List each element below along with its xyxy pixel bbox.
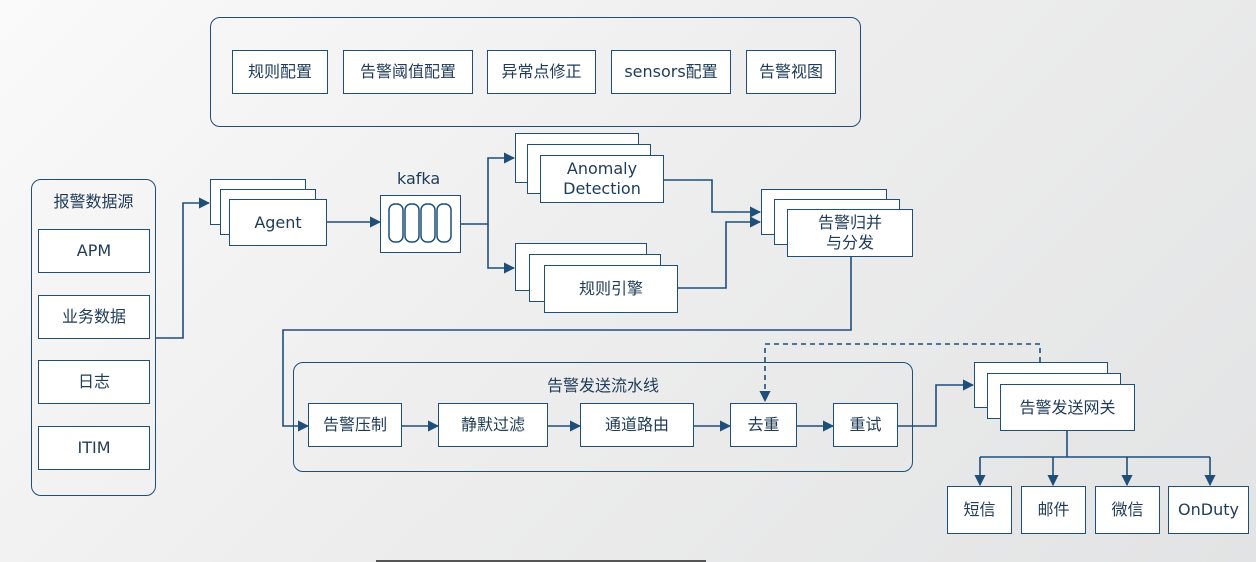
pipeline-title: 告警发送流水线 (546, 376, 659, 395)
kafka-label: kafka (397, 169, 441, 188)
arrow-kafka-to-rules (487, 224, 516, 274)
config-panel (210, 17, 861, 127)
source-business-data[interactable]: 业务数据 (38, 295, 150, 339)
gateway-node[interactable]: 告警发送网关 (1000, 384, 1135, 431)
source-panel-title: 报警数据源 (53, 192, 134, 211)
agent-node[interactable]: Agent (229, 199, 327, 246)
arrow-gateway-to-dedupe-dashed (759, 343, 1041, 403)
source-apm[interactable]: APM (38, 229, 150, 273)
bottom-divider (376, 560, 706, 562)
merge-dispatch-node[interactable]: 告警归并 与分发 (787, 209, 913, 257)
channel-sms[interactable]: 短信 (947, 486, 1012, 534)
source-panel (31, 179, 156, 496)
rule-engine-node[interactable]: 规则引擎 (544, 265, 678, 313)
pipeline-step-dedupe[interactable]: 去重 (730, 403, 797, 447)
arrow-rules-to-merge (677, 216, 762, 289)
source-itim[interactable]: ITIM (38, 426, 150, 470)
pipeline-step-silence-filter[interactable]: 静默过滤 (438, 403, 548, 447)
channel-onduty[interactable]: OnDuty (1168, 486, 1249, 534)
pipeline-panel (293, 362, 913, 472)
arrow-merge-to-pipeline (282, 257, 852, 432)
config-anomaly-fix-button[interactable]: 异常点修正 (487, 50, 596, 94)
anomaly-detection-node[interactable]: Anomaly Detection (540, 155, 664, 203)
arrow-retry-to-gateway (898, 379, 975, 427)
arrow-kafka-to-anomaly (460, 152, 516, 225)
source-logs[interactable]: 日志 (38, 360, 150, 404)
config-rule-button[interactable]: 规则配置 (232, 50, 328, 94)
kafka-queue-icon (380, 195, 461, 253)
arrow-anomaly-to-merge (663, 179, 762, 218)
config-sensors-button[interactable]: sensors配置 (611, 50, 731, 94)
pipeline-step-retry[interactable]: 重试 (833, 403, 898, 447)
arrow-sources-to-agent (155, 197, 211, 339)
pipeline-step-channel-route[interactable]: 通道路由 (580, 403, 694, 447)
arrow-gateway-to-channels (980, 431, 1210, 458)
pipeline-step-suppress[interactable]: 告警压制 (308, 403, 402, 447)
config-alarm-view-button[interactable]: 告警视图 (746, 50, 836, 94)
channel-wechat[interactable]: 微信 (1095, 486, 1160, 534)
channel-mail[interactable]: 邮件 (1021, 486, 1086, 534)
config-threshold-button[interactable]: 告警阈值配置 (343, 50, 473, 94)
